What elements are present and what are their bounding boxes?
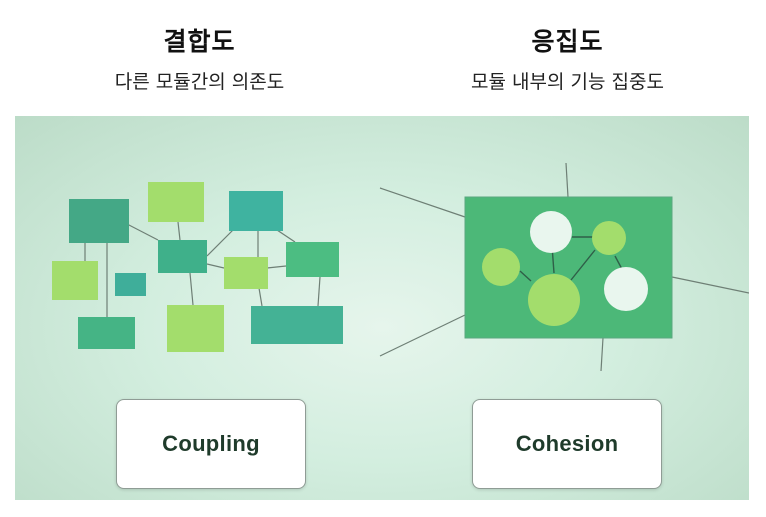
cohesion-element-green	[528, 274, 580, 326]
coupling-card: Coupling	[116, 399, 306, 489]
coupling-link	[177, 221, 181, 241]
cohesion-element-green	[592, 221, 626, 255]
coupling-module	[229, 191, 283, 231]
cohesion-internal-link	[570, 249, 596, 281]
cohesion-header: 응집도 모듈 내부의 기능 집중도	[376, 0, 759, 116]
coupling-link	[126, 223, 159, 241]
cohesion-card: Cohesion	[472, 399, 662, 489]
cohesion-elements	[482, 211, 648, 326]
coupling-header: 결합도 다른 모듈간의 의존도	[8, 0, 391, 116]
coupling-link	[258, 287, 263, 307]
coupling-label: Coupling	[162, 431, 260, 456]
coupling-module	[224, 257, 268, 289]
coupling-link	[317, 276, 321, 307]
cohesion-title: 응집도	[531, 27, 604, 56]
coupling-module	[167, 305, 224, 352]
module-diagram	[52, 162, 749, 372]
cohesion-internal-link	[519, 270, 532, 282]
coupling-link	[276, 229, 296, 243]
coupling-module	[251, 306, 343, 344]
illustration-panel: Coupling Cohesion	[15, 116, 749, 500]
coupling-module	[148, 182, 204, 222]
cohesion-link	[565, 162, 569, 198]
cohesion-link	[600, 337, 604, 372]
coupling-module	[286, 242, 339, 277]
coupling-module	[115, 273, 146, 296]
cohesion-element-green	[482, 248, 520, 286]
cohesion-link	[671, 276, 749, 294]
cohesion-element-white	[604, 267, 648, 311]
cohesion-label: Cohesion	[515, 431, 619, 456]
coupling-module	[52, 261, 98, 300]
coupling-link	[206, 263, 225, 269]
cohesion-link	[379, 187, 466, 218]
coupling-module	[158, 240, 207, 273]
coupling-module	[69, 199, 129, 243]
coupling-link	[266, 265, 287, 269]
coupling-module	[78, 317, 135, 349]
coupling-link	[189, 272, 194, 306]
coupling-subtitle: 다른 모듈간의 의존도	[114, 71, 285, 93]
cohesion-external-links	[379, 162, 749, 372]
cohesion-element-white	[530, 211, 572, 253]
coupling-title: 결합도	[163, 27, 236, 56]
cohesion-link	[379, 314, 466, 357]
cohesion-subtitle: 모듈 내부의 기능 집중도	[471, 71, 664, 93]
coupling-modules	[52, 182, 343, 352]
coupling-connectors	[84, 221, 321, 317]
